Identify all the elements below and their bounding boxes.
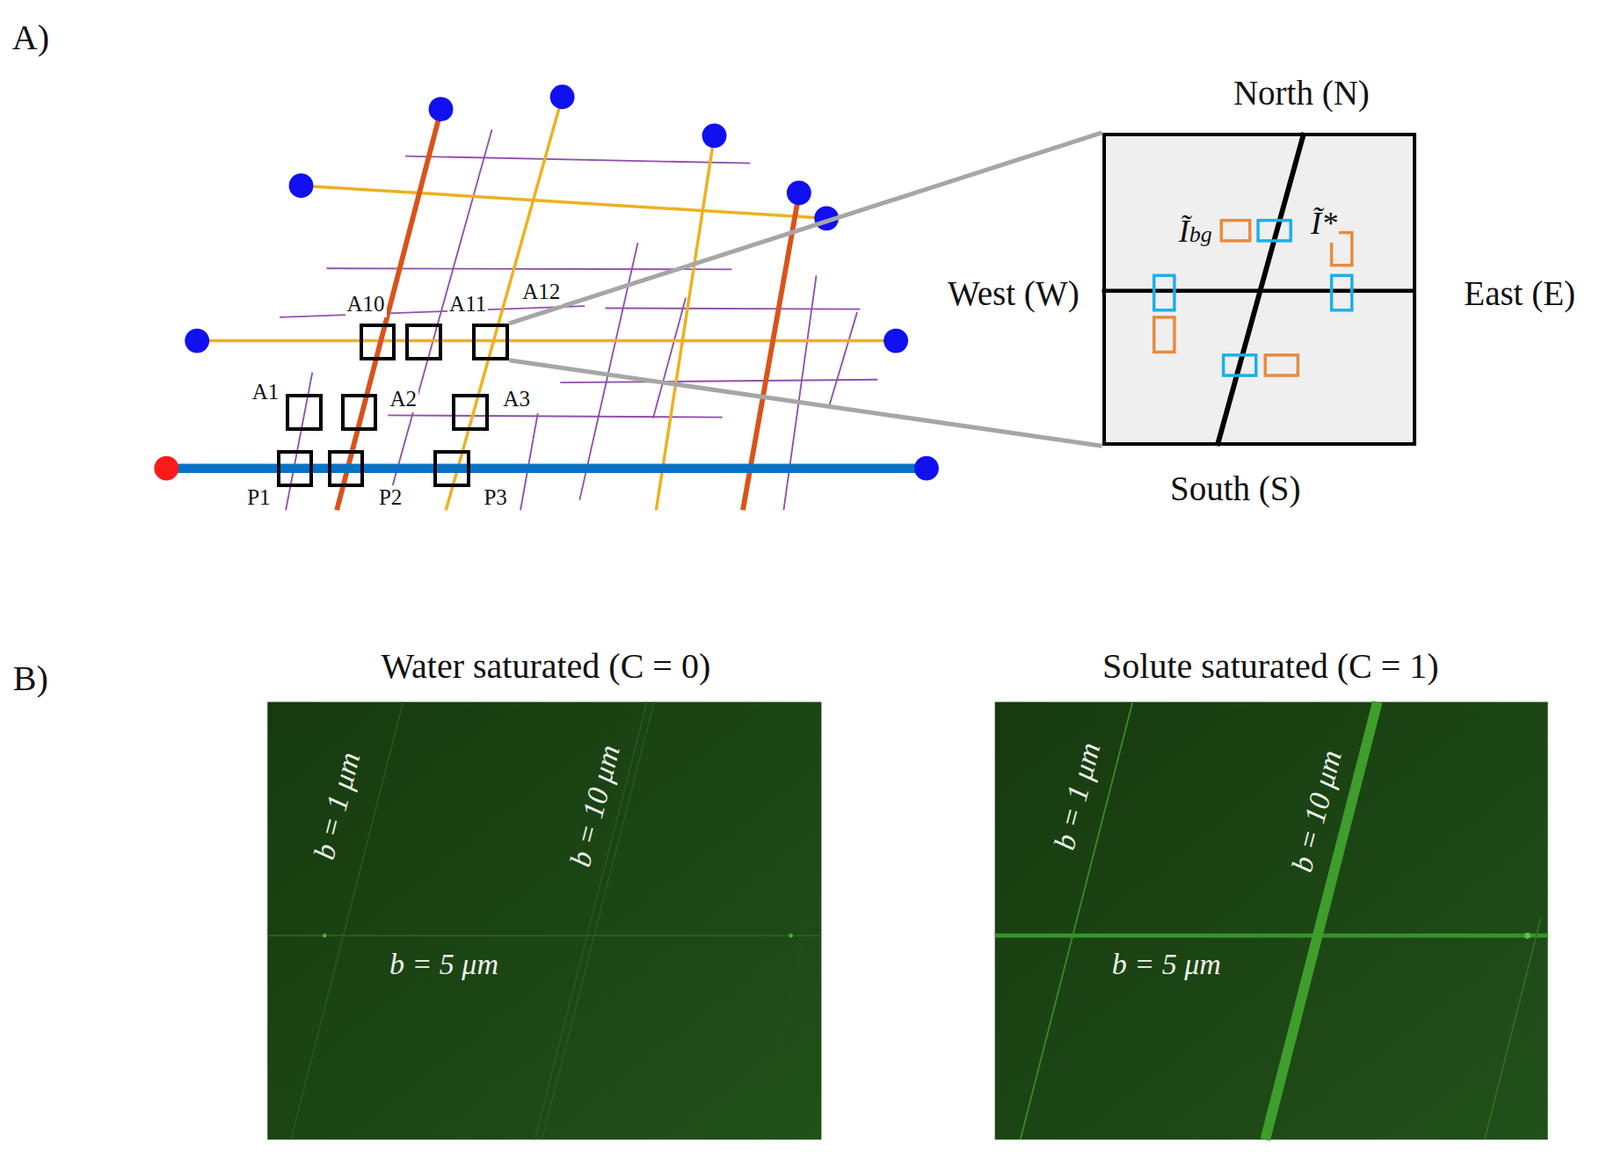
probe-square: P3 [433,450,471,488]
area-label: P1 [245,485,272,511]
micrograph-panel: Water saturated (C = 0)b = 1 μmb = 10 μm… [267,702,822,1141]
medium-fractures [196,96,896,510]
panel-letter: A) [12,17,50,59]
zoom-box: North (N)West (W)East (E)South (S)ĨbgĨ* [1102,132,1418,446]
aperture-label: b = 1 μm [306,749,368,864]
probe-square: A3 [451,393,489,431]
zoom-line [509,360,1102,447]
zoom-interior [1102,132,1417,446]
direction-label: West (W) [947,274,1080,314]
minor-fractures [279,129,878,510]
aperture-label: b = 1 μm [1046,738,1107,853]
area-label: A11 [447,291,488,318]
micrograph-panel: Solute saturated (C = 1)b = 1 μmb = 10 μ… [995,702,1549,1141]
probe-square: P2 [327,450,365,488]
zoom-line [509,132,1102,324]
area-label: P2 [377,485,404,511]
probe-square: A12 [472,323,510,361]
probe-square: P1 [276,450,314,488]
probe-square: A11 [405,323,443,361]
aperture-label: b = 10 μm [1284,747,1349,876]
area-label: P3 [481,485,509,511]
area-label: A2 [387,386,419,413]
direction-label: South (S) [1170,469,1301,510]
direction-label: East (E) [1463,274,1576,314]
inlet-dot [153,456,179,481]
probe-square: A2 [341,393,379,431]
area-label: A10 [345,291,387,318]
area-label: A1 [250,379,282,406]
aperture-label: b = 5 μm [1112,946,1222,982]
probe-square: A10 [359,323,397,361]
aperture-label: b = 10 μm [562,741,627,871]
intensity-label: Ĩbg [1177,213,1215,250]
area-label: A12 [520,279,562,306]
panel-letter: B) [13,658,49,699]
boundary-dots [184,84,939,480]
solute-image [995,701,1549,1140]
panel-title: Solute saturated (C = 1) [1102,646,1439,687]
water-image [267,701,822,1140]
major-fractures [336,109,800,510]
area-label: A3 [501,386,532,413]
main-fracture [166,463,927,473]
probe-square: A1 [285,393,323,431]
direction-label: North (N) [1233,73,1370,114]
aperture-label: b = 5 μm [389,946,499,982]
intensity-label: Ĩ* [1309,205,1339,242]
panel-title: Water saturated (C = 0) [380,646,711,687]
